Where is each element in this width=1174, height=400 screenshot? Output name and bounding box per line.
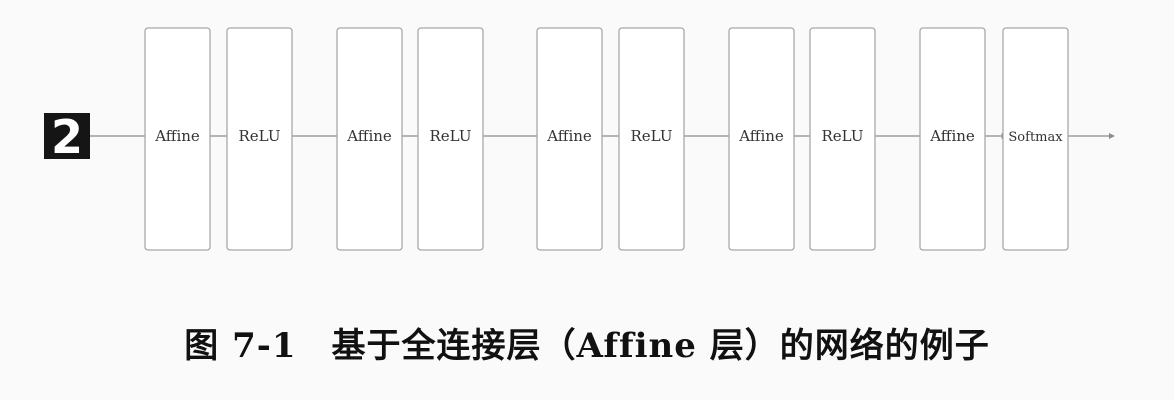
input-image: 2 bbox=[44, 110, 90, 164]
input-digit: 2 bbox=[51, 110, 83, 164]
layer-block: Affine bbox=[536, 27, 603, 251]
layer-box bbox=[417, 27, 484, 251]
flow-arrow bbox=[90, 133, 153, 139]
layer-block: Affine bbox=[144, 27, 211, 251]
layer-block: ReLU bbox=[809, 27, 876, 251]
layer-label: Affine bbox=[346, 127, 392, 145]
layer-box bbox=[226, 27, 293, 251]
layer-label: ReLU bbox=[239, 127, 281, 145]
layer-box bbox=[536, 27, 603, 251]
layer-block: Affine bbox=[728, 27, 795, 251]
layer-label: Affine bbox=[546, 127, 592, 145]
layer-block: ReLU bbox=[417, 27, 484, 251]
layer-block: Affine bbox=[336, 27, 403, 251]
flow-arrow bbox=[867, 133, 928, 139]
layer-label: ReLU bbox=[631, 127, 673, 145]
layer-label: ReLU bbox=[822, 127, 864, 145]
flow-arrow bbox=[475, 133, 545, 139]
layer-box bbox=[336, 27, 403, 251]
network-diagram: 2 Affine ReLU Affine ReLU Affine ReLU Affine Re… bbox=[44, 27, 1115, 251]
layer-box bbox=[618, 27, 685, 251]
arrow-head-icon bbox=[1109, 133, 1115, 139]
layer-block: ReLU bbox=[226, 27, 293, 251]
layer-label: ReLU bbox=[430, 127, 472, 145]
layer-label: Softmax bbox=[1008, 130, 1063, 145]
layer-block: ReLU bbox=[618, 27, 685, 251]
layer-stack: Affine ReLU Affine ReLU Affine ReLU Affine ReLU… bbox=[144, 27, 1069, 251]
layer-label: Affine bbox=[154, 127, 200, 145]
layer-label: Affine bbox=[929, 127, 975, 145]
layer-box bbox=[1002, 27, 1069, 251]
layer-box bbox=[728, 27, 795, 251]
flow-arrow bbox=[676, 133, 737, 139]
flow-arrow bbox=[284, 133, 345, 139]
layer-box bbox=[144, 27, 211, 251]
flow-arrow bbox=[1063, 133, 1115, 139]
input-image-background bbox=[44, 113, 90, 159]
layer-label: Affine bbox=[738, 127, 784, 145]
layer-box bbox=[809, 27, 876, 251]
layer-box bbox=[919, 27, 986, 251]
layer-block: Affine bbox=[919, 27, 986, 251]
figure-caption: 图 7-1 基于全连接层（Affine 层）的网络的例子 bbox=[184, 326, 990, 366]
layer-block: Softmax bbox=[1002, 27, 1069, 251]
